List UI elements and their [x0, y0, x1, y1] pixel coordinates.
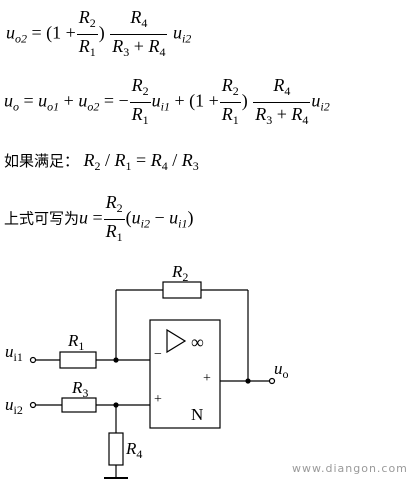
junction-node-top [113, 357, 119, 363]
watermark: www.diangon.com [292, 462, 408, 475]
resistor-r3 [61, 397, 97, 413]
junction-node-bottom [113, 402, 119, 408]
resistor-r2 [162, 281, 202, 299]
opamp-triangle-icon [166, 328, 187, 354]
terminal-ui1 [29, 356, 37, 364]
label-r4: R4 [125, 439, 142, 461]
junction-node-output [245, 378, 251, 384]
terminal-ui2 [29, 401, 37, 409]
label-r2: R2 [171, 262, 188, 284]
label-ui1: ui1 [5, 342, 23, 364]
label-uo: uo [274, 359, 289, 381]
opamp-plus-output: + [203, 371, 211, 386]
opamp-n-label: N [191, 405, 203, 424]
opamp-minus-input: − [154, 347, 162, 362]
opamp-plus-input: + [154, 392, 162, 407]
label-r3: R3 [71, 378, 88, 400]
resistor-r1 [59, 351, 97, 369]
infinity-symbol: ∞ [191, 332, 204, 352]
resistor-r4 [108, 432, 124, 466]
label-ui2: ui2 [5, 395, 23, 417]
terminal-uo [268, 377, 276, 385]
condition-line: 如果满足： R2 / R1 = R4 / R3 [4, 150, 199, 173]
label-r1: R1 [67, 331, 84, 353]
opamp-box [149, 319, 221, 429]
